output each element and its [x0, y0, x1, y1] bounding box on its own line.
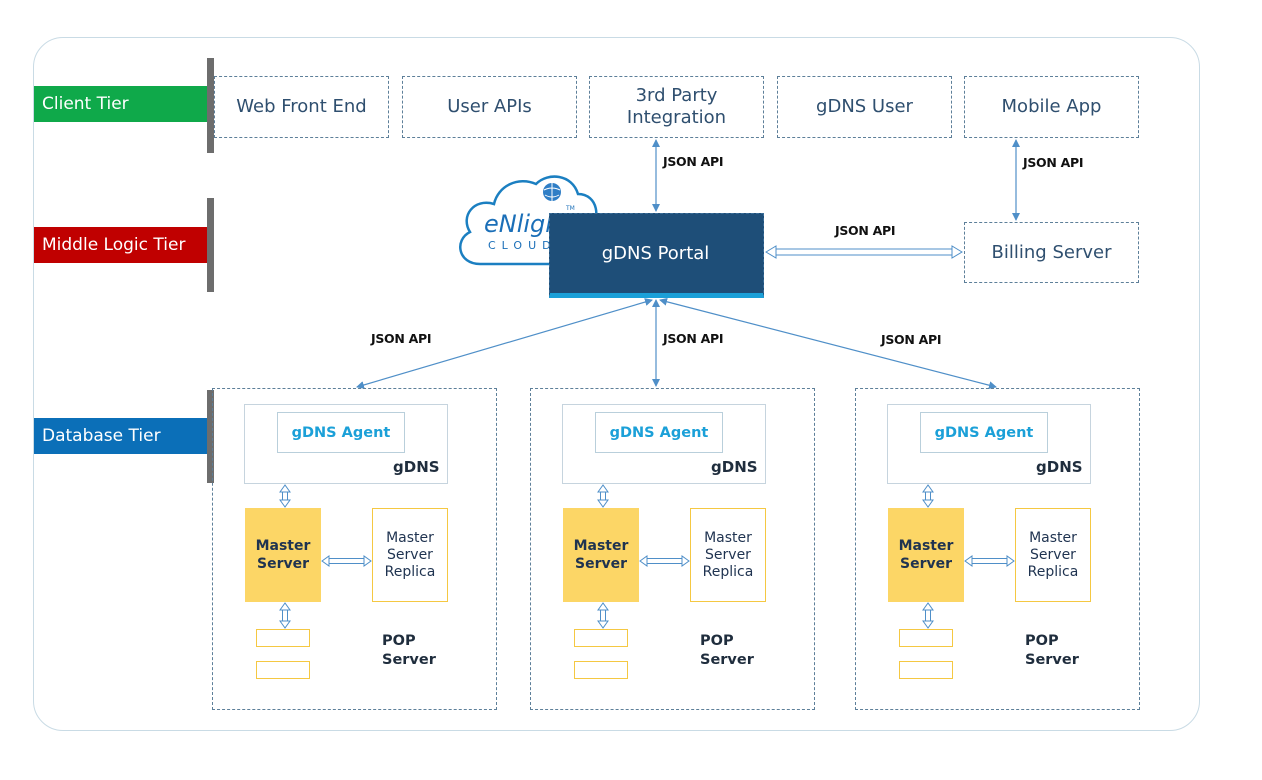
database-tier-bar — [207, 390, 214, 483]
json-api-label-left: JSON API — [371, 331, 432, 346]
arrow-master-pop — [279, 602, 291, 629]
client-box-gdns-user: gDNS User — [777, 76, 952, 138]
json-api-label-3rdparty: JSON API — [663, 154, 724, 169]
billing-server-box: Billing Server — [964, 222, 1139, 283]
client-tier-bar — [207, 58, 214, 153]
arrow-gdns-master — [279, 484, 291, 508]
logo-trademark: TM — [565, 205, 575, 212]
gdns-node-box — [887, 404, 1091, 484]
pop-server-label: POP Server — [382, 632, 442, 670]
pop-server-text: POP Server — [382, 633, 436, 668]
pop-server-text: POP Server — [700, 633, 754, 668]
middle-tier-bar — [207, 198, 214, 292]
pop-server-slot — [899, 629, 953, 647]
client-box-3rd-party-label: 3rd Party Integration — [626, 85, 727, 128]
middle-logic-tier-label: Middle Logic Tier — [34, 227, 208, 263]
json-api-label-right: JSON API — [881, 332, 942, 347]
json-api-label-billing: JSON API — [835, 223, 896, 238]
gdns-label: gDNS — [711, 458, 758, 476]
logo-sub-text: CLOUD — [488, 239, 557, 252]
pop-server-slot — [256, 661, 310, 679]
client-box-user-apis: User APIs — [402, 76, 577, 138]
master-server-label: Master Server — [255, 538, 311, 572]
gdns-agent-box: gDNS Agent — [920, 412, 1048, 453]
arrow-master-pop — [922, 602, 934, 629]
database-cluster-box — [855, 388, 1140, 710]
arrow-gdns-master — [597, 484, 609, 508]
arrow-master-replica — [639, 555, 690, 567]
gdns-label: gDNS — [1036, 458, 1083, 476]
arrow-portal-right-cluster — [659, 297, 997, 390]
gdns-label: gDNS — [393, 458, 440, 476]
arrow-gdns-master — [922, 484, 934, 508]
database-cluster-box — [212, 388, 497, 710]
gdns-portal-box: gDNS Portal — [549, 213, 764, 298]
master-server-label: Master Server — [898, 538, 954, 572]
pop-server-label: POP Server — [1025, 632, 1085, 670]
arrow-master-replica — [964, 555, 1015, 567]
master-server-replica-box: Master Server Replica — [372, 508, 448, 602]
client-box-mobile-app: Mobile App — [964, 76, 1139, 138]
database-cluster-box — [530, 388, 815, 710]
arrow-portal-billing — [765, 245, 963, 259]
master-server-replica-label: Master Server Replica — [1027, 529, 1079, 580]
pop-server-text: POP Server — [1025, 633, 1079, 668]
arrow-portal-left-cluster — [356, 298, 653, 389]
arrow-master-replica — [321, 555, 372, 567]
gdns-agent-box: gDNS Agent — [595, 412, 723, 453]
pop-server-label: POP Server — [700, 632, 760, 670]
database-tier-label: Database Tier — [34, 418, 208, 454]
pop-server-slot — [899, 661, 953, 679]
gdns-agent-box: gDNS Agent — [277, 412, 405, 453]
client-box-3rd-party-integration: 3rd Party Integration — [589, 76, 764, 138]
gdns-node-box — [562, 404, 766, 484]
gdns-portal-label: gDNS Portal — [601, 243, 710, 264]
json-api-label-mobile: JSON API — [1023, 155, 1084, 170]
json-api-label-center: JSON API — [663, 331, 724, 346]
pop-server-slot — [256, 629, 310, 647]
client-box-web-front-end: Web Front End — [214, 76, 389, 138]
pop-server-slot — [574, 661, 628, 679]
pop-server-slot — [574, 629, 628, 647]
gdns-node-box — [244, 404, 448, 484]
arrow-master-pop — [597, 602, 609, 629]
master-server-box: Master Server — [888, 508, 964, 602]
master-server-box: Master Server — [563, 508, 639, 602]
master-server-box: Master Server — [245, 508, 321, 602]
master-server-replica-label: Master Server Replica — [384, 529, 436, 580]
master-server-replica-box: Master Server Replica — [1015, 508, 1091, 602]
master-server-replica-box: Master Server Replica — [690, 508, 766, 602]
master-server-label: Master Server — [573, 538, 629, 572]
master-server-replica-label: Master Server Replica — [702, 529, 754, 580]
client-tier-label: Client Tier — [34, 86, 208, 122]
